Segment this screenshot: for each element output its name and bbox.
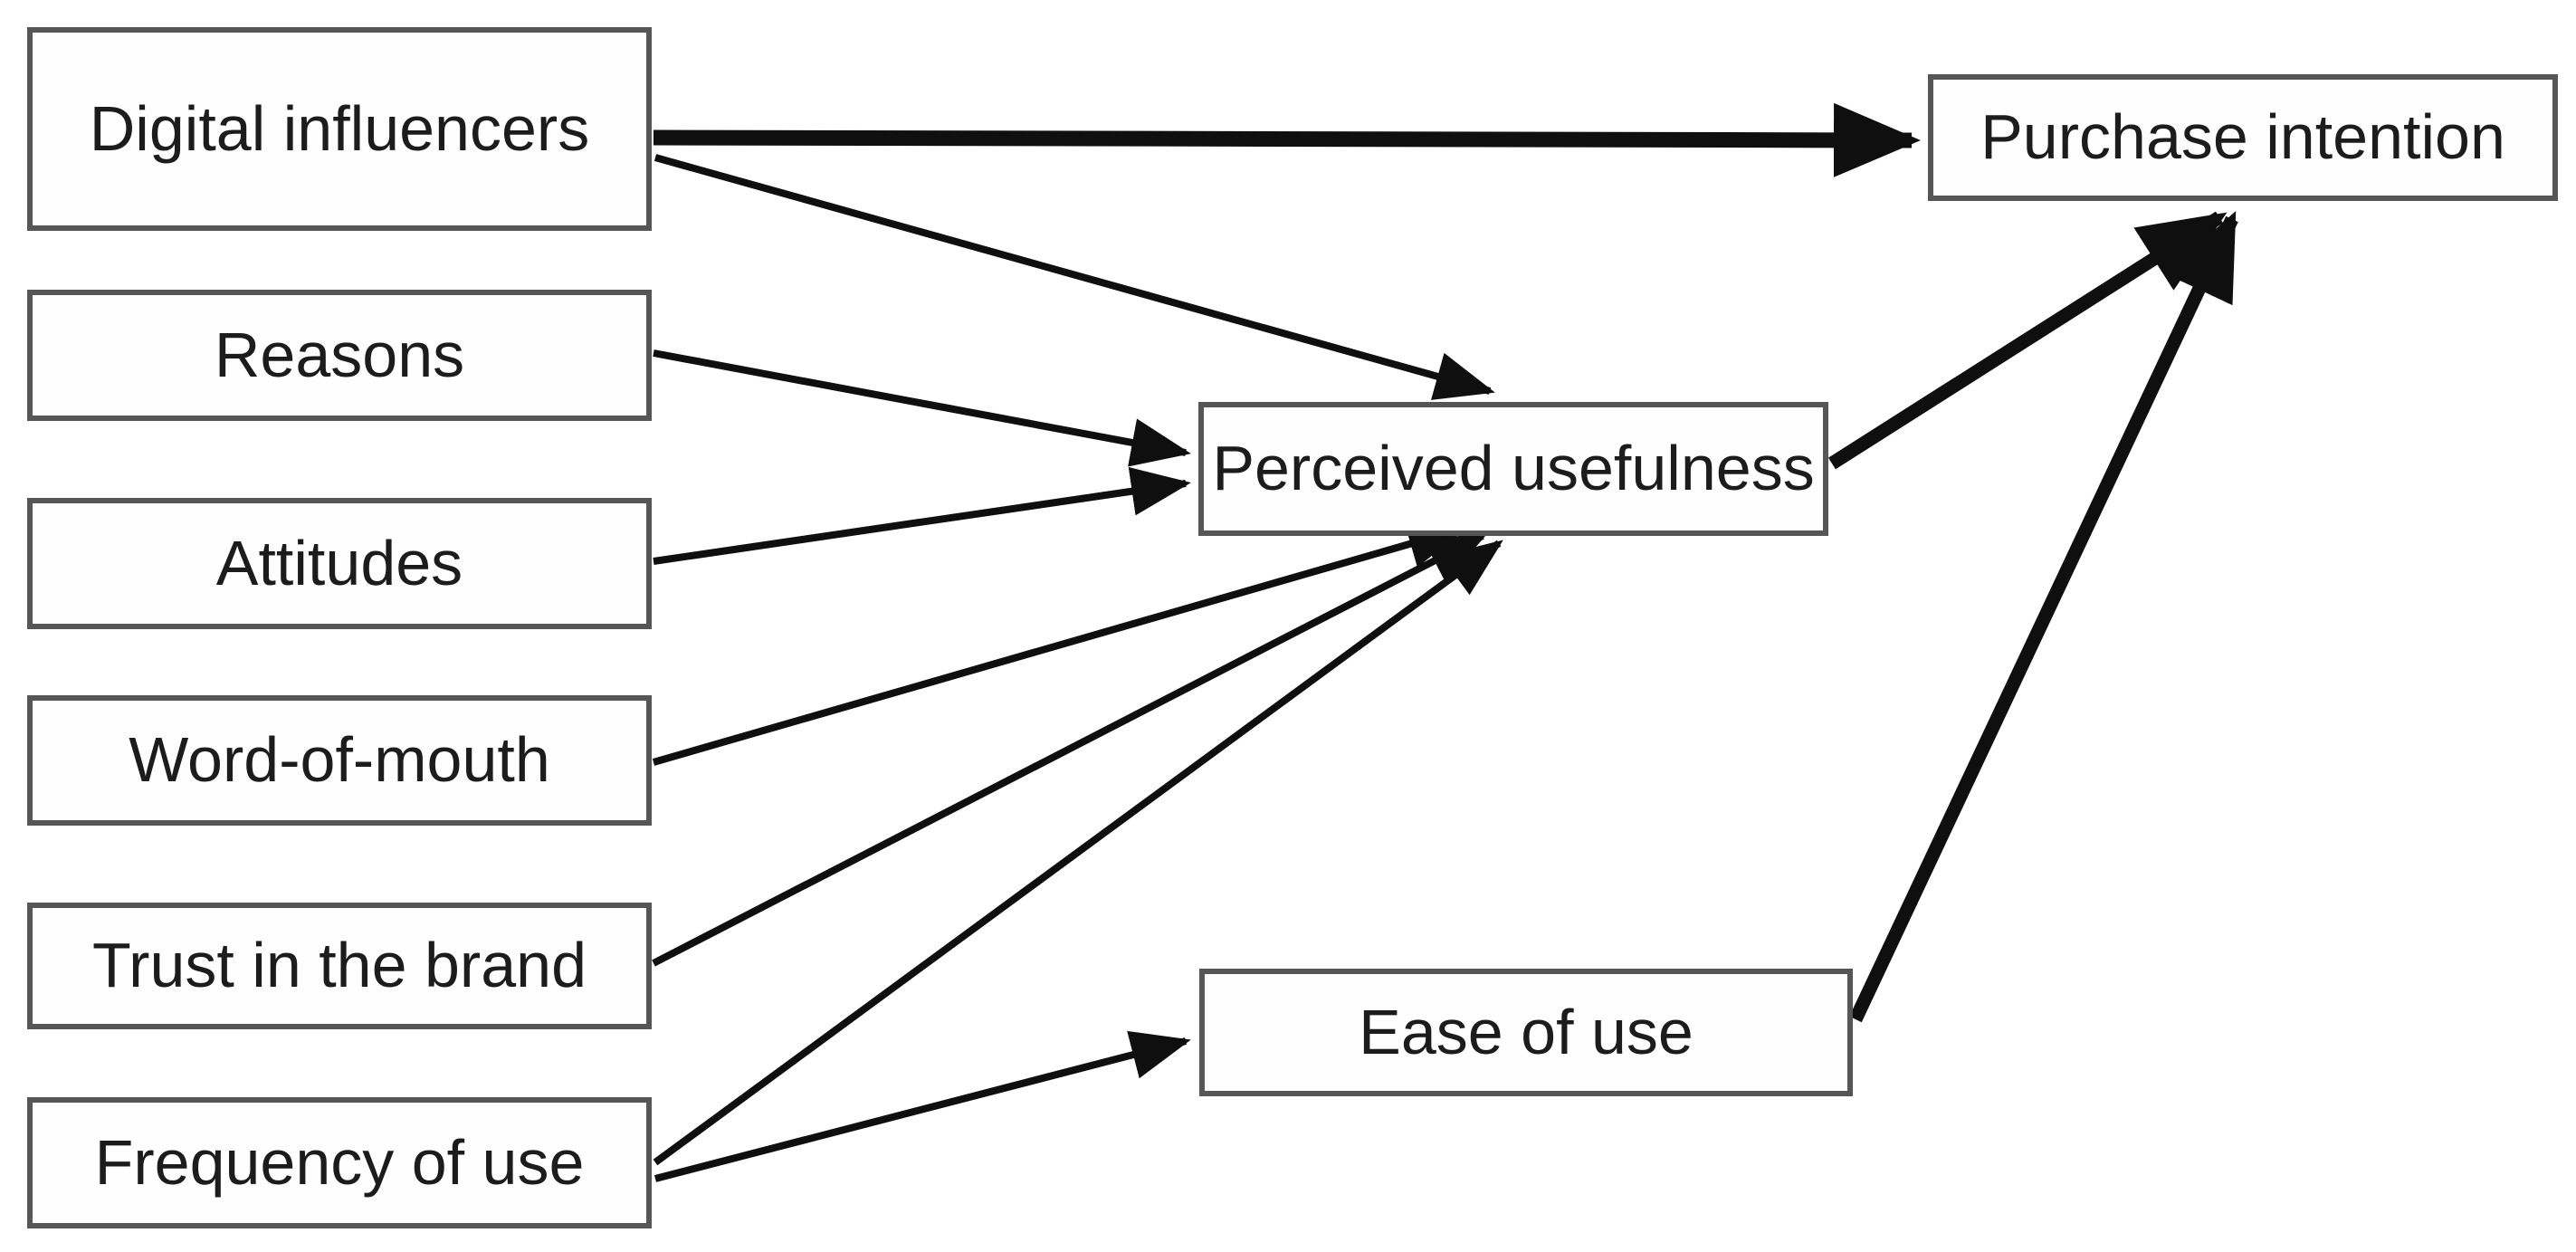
node-purchase-intention-label: Purchase intention (1980, 101, 2505, 173)
node-reasons-label: Reasons (214, 319, 465, 390)
node-reasons: Reasons (27, 290, 652, 421)
arrow-trust-in-the-brand-to-perceived-usefulness (652, 532, 1488, 967)
node-trust-in-the-brand: Trust in the brand (27, 903, 652, 1029)
arrow-digital-influencers-to-purchase-intention (653, 102, 1921, 177)
node-word-of-mouth: Word-of-mouth (27, 695, 652, 826)
arrow-attitudes-to-perceived-usefulness (653, 466, 1191, 565)
node-word-of-mouth-label: Word-of-mouth (129, 724, 550, 796)
node-digital-influencers-label: Digital influencers (89, 92, 590, 164)
arrow-frequency-of-use-to-ease-of-use (654, 1030, 1191, 1182)
node-perceived-usefulness: Perceived usefulness (1198, 402, 1828, 536)
arrow-frequency-of-use-to-perceived-usefulness (653, 540, 1503, 1166)
node-attitudes: Attitudes (27, 498, 652, 629)
arrow-reasons-to-perceived-usefulness (653, 349, 1191, 467)
node-ease-of-use: Ease of use (1199, 969, 1853, 1096)
node-frequency-of-use-label: Frequency of use (94, 1126, 585, 1198)
arrow-ease-of-use-to-purchase-intention (1849, 210, 2238, 1023)
node-perceived-usefulness-label: Perceived usefulness (1212, 433, 1815, 504)
arrow-perceived-usefulness-to-purchase-intention (1827, 211, 2228, 470)
node-trust-in-the-brand-label: Trust in the brand (91, 930, 587, 1001)
node-ease-of-use-label: Ease of use (1359, 996, 1693, 1067)
node-frequency-of-use: Frequency of use (27, 1097, 652, 1228)
node-purchase-intention: Purchase intention (1928, 74, 2558, 201)
arrow-digital-influencers-to-perceived-usefulness (654, 154, 1495, 400)
arrow-word-of-mouth-to-perceived-usefulness (652, 520, 1468, 766)
node-attitudes-label: Attitudes (215, 527, 463, 598)
node-digital-influencers: Digital influencers (27, 27, 652, 231)
